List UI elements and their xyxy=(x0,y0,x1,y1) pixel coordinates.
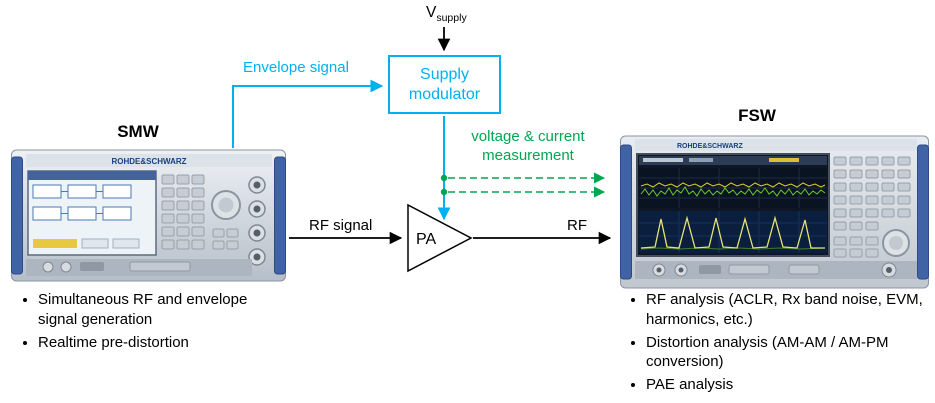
smw-bullet-item: Simultaneous RF and envelope signal gene… xyxy=(38,290,288,330)
smw-brand-text: ROHDE&SCHWARZ xyxy=(111,157,186,166)
fsw-screen xyxy=(636,153,830,257)
pa-triangle xyxy=(407,203,473,273)
fsw-bullet-item: PAE analysis xyxy=(646,375,926,395)
rf-signal-label: RF signal xyxy=(309,217,373,234)
fsw-bottom-panel xyxy=(635,261,917,279)
pa-label: PA xyxy=(416,231,436,248)
fsw-bullet-item: RF analysis (ACLR, Rx band noise, EVM, h… xyxy=(646,290,926,330)
smw-keypad xyxy=(161,174,205,250)
smw-bullet-item: Realtime pre-distortion xyxy=(38,333,288,353)
measurement-tap-dot xyxy=(440,174,448,182)
fsw-left-handle xyxy=(620,144,632,280)
smw-bottom-panel xyxy=(26,259,252,276)
envelope-signal-label: Envelope signal xyxy=(243,59,349,76)
smw-left-handle xyxy=(11,156,23,275)
fsw-instrument-image: ROHDE&SCHWARZ xyxy=(620,135,929,289)
fsw-title: FSW xyxy=(738,106,776,125)
smw-instrument-image: ROHDE&SCHWARZ xyxy=(11,149,286,282)
rf-label: RF xyxy=(567,217,587,234)
fsw-right-handle xyxy=(917,144,929,280)
smw-title: SMW xyxy=(117,122,159,141)
smw-arrow-keys xyxy=(212,228,239,250)
supply-modulator-box: Supply modulator xyxy=(388,55,501,114)
smw-rotary-knob xyxy=(211,190,241,220)
smw-right-handle xyxy=(274,156,286,275)
fsw-brand-text: ROHDE&SCHWARZ xyxy=(677,143,743,150)
fsw-rotary-knob xyxy=(882,229,910,257)
fsw-keypad xyxy=(833,156,911,258)
fsw-bullet-list: RF analysis (ACLR, Rx band noise, EVM, h… xyxy=(624,290,926,398)
voltage-current-measurement-label: voltage & current measurement xyxy=(471,128,585,164)
smw-screen xyxy=(27,170,157,256)
envelope-signal-arrow xyxy=(232,79,384,148)
smw-bullet-list: Simultaneous RF and envelope signal gene… xyxy=(16,290,288,355)
measurement-tap-dot xyxy=(440,188,448,196)
fsw-bullet-item: Distortion analysis (AM-AM / AM-PM conve… xyxy=(646,333,926,373)
vsupply-label: Vsupply xyxy=(426,4,467,25)
smw-output-connectors xyxy=(248,176,266,266)
